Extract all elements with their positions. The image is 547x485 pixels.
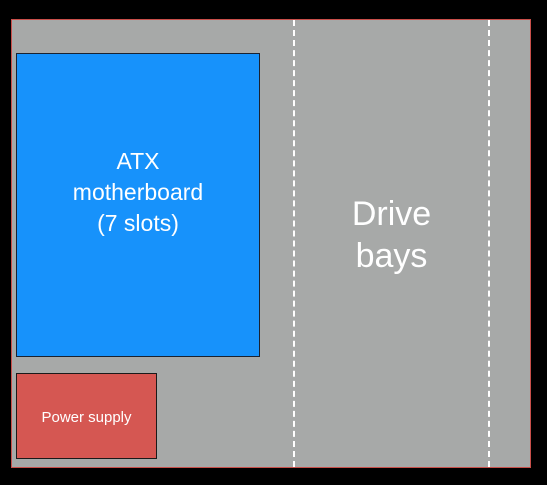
drive-bay-left-divider: [293, 20, 295, 467]
motherboard-label: ATX motherboard (7 slots): [73, 146, 203, 239]
power-supply-label: Power supply: [41, 408, 132, 426]
motherboard-label-line3: (7 slots): [97, 209, 179, 236]
motherboard-label-line1: ATX: [116, 147, 160, 174]
computer-case: ATX motherboard (7 slots) Power supply D…: [11, 19, 531, 468]
motherboard-area: ATX motherboard (7 slots): [16, 53, 260, 357]
motherboard-label-line2: motherboard: [72, 178, 204, 205]
drive-bays-label-line2: bays: [355, 236, 428, 275]
drive-bay-right-divider: [488, 20, 490, 467]
drive-bays-label-line1: Drive: [351, 194, 432, 233]
drive-bays-label: Drive bays: [352, 193, 431, 277]
power-supply-area: Power supply: [16, 373, 157, 459]
drive-bays-area: Drive bays: [295, 20, 488, 467]
